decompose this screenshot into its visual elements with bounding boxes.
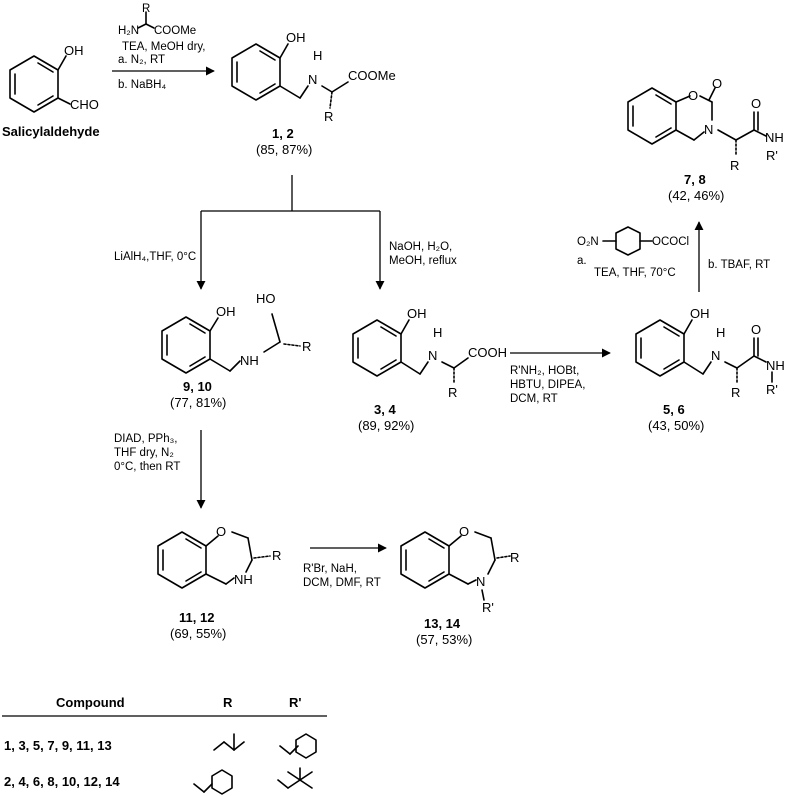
compound-13-14-n-label: N <box>476 574 485 589</box>
compound-5-6-oh-label: OH <box>690 306 710 321</box>
carbamate-no2-label: O₂N <box>577 236 599 248</box>
amide-condition-line1: R'NH₂, HOBt, <box>510 365 579 377</box>
salicylaldehyde-name: Salicylaldehyde <box>2 124 100 139</box>
compound-7-8-n-label: N <box>704 122 713 137</box>
compound-3-4-id: 3, 4 <box>374 402 396 417</box>
compound-5-6-nh-label: NH <box>766 358 785 373</box>
split-arrow <box>196 175 385 290</box>
step1-reagent-r: R <box>142 3 150 15</box>
carbamate-condition-a: a. <box>577 255 587 267</box>
compound-1-2-id: 1, 2 <box>272 126 294 141</box>
salicylaldehyde-structure <box>9 55 71 113</box>
compound-1-2-h-label: H <box>313 48 322 63</box>
table-row-2-compounds: 2, 4, 6, 8, 10, 12, 14 <box>4 774 120 789</box>
compound-7-8-id: 7, 8 <box>684 172 706 187</box>
compound-11-12-yield: (69, 55%) <box>170 626 226 641</box>
compound-9-10-r-label: R <box>302 339 311 354</box>
carbamate-condition-b: b. TBAF, RT <box>708 259 770 271</box>
compound-1-2-n-label: N <box>308 72 317 87</box>
compound-7-8-ring-o-label: O <box>688 88 698 103</box>
mitsunobu-condition-line1: DIAD, PPh₃, <box>114 433 177 445</box>
compound-11-12-r-label: R <box>272 548 281 563</box>
compound-11-12-id: 11, 12 <box>179 610 214 625</box>
compound-9-10-structure <box>161 313 301 374</box>
mitsunobu-condition-line3: 0°C, then RT <box>114 461 180 473</box>
compound-5-6-n-label: N <box>711 348 720 363</box>
compound-9-10-id: 9, 10 <box>183 379 212 394</box>
mitsunobu-condition-line2: THF dry, N₂ <box>114 447 174 459</box>
compound-3-4-structure <box>352 319 469 385</box>
neopentyl-structure <box>277 767 313 789</box>
compound-13-14-rp-label: R' <box>482 600 494 615</box>
compound-9-10-oh-label: OH <box>216 304 236 319</box>
compound-11-12-structure <box>157 531 271 589</box>
amino-ester-reagent-structure <box>137 11 155 29</box>
amide-condition-line2: HBTU, DIPEA, <box>510 379 585 391</box>
compound-7-8-carbonyl-o-label: O <box>712 76 722 91</box>
compound-5-6-structure <box>635 319 773 385</box>
alkylation-condition-line2: DCM, DMF, RT <box>303 577 381 589</box>
compound-9-10-yield: (77, 81%) <box>170 395 226 410</box>
benzyl-structure <box>279 733 317 759</box>
compound-7-8-structure <box>627 87 767 157</box>
compound-13-14-structure <box>400 531 511 601</box>
amide-condition-line3: DCM, RT <box>510 393 558 405</box>
compound-11-12-o-label: O <box>216 524 226 539</box>
step1-condition-line3: b. NaBH₄ <box>118 79 166 91</box>
table-header-rp: R' <box>289 695 301 710</box>
compound-3-4-r-label: R <box>448 385 457 400</box>
compound-1-2-yield: (85, 87%) <box>256 142 312 157</box>
benzyl-structure <box>193 769 233 795</box>
carbamate-condition-a2: TEA, THF, 70°C <box>594 267 676 279</box>
compound-1-2-oh-label: OH <box>286 30 306 45</box>
compound-7-8-r-label: R <box>730 158 739 173</box>
compound-13-14-r-label: R <box>510 550 519 565</box>
table-row-1-compounds: 1, 3, 5, 7, 9, 11, 13 <box>4 738 112 753</box>
compound-13-14-yield: (57, 53%) <box>416 632 472 647</box>
compound-1-2-r-label: R <box>324 109 333 124</box>
compound-13-14-o-label: O <box>459 524 469 539</box>
compound-7-8-yield: (42, 46%) <box>668 188 724 203</box>
isobutyl-structure <box>213 733 245 751</box>
naoh-condition-line2: MeOH, reflux <box>389 255 457 267</box>
compound-5-6-h-label: H <box>716 325 725 340</box>
compound-3-4-n-label: N <box>428 348 437 363</box>
salicylaldehyde-cho-label: CHO <box>70 97 99 112</box>
nitrophenyl-chloroformate-structure <box>602 226 653 256</box>
compound-5-6-r-label: R <box>731 385 740 400</box>
naoh-condition-line1: NaOH, H₂O, <box>389 241 452 253</box>
compound-3-4-h-label: H <box>433 325 442 340</box>
compound-7-8-rp-label: R' <box>766 148 778 163</box>
compound-3-4-acid-label: COOH <box>468 345 507 360</box>
lialh4-condition: LiAlH₄,THF, 0°C <box>114 251 196 263</box>
table-header-r: R <box>223 695 233 710</box>
step1-reagent-ester: COOMe <box>154 25 196 37</box>
compound-7-8-nh-label: NH <box>765 130 784 145</box>
compound-5-6-rp-label: R' <box>766 382 778 397</box>
alkylation-condition-line1: R'Br, NaH, <box>303 563 357 575</box>
compound-9-10-nh-label: NH <box>240 353 259 368</box>
compound-1-2-structure <box>231 43 349 109</box>
compound-3-4-yield: (89, 92%) <box>358 418 414 433</box>
substituent-table: Compound R R' 1, 3, 5, 7, 9, 11, 13 2, 4… <box>2 695 327 795</box>
compound-9-10-ho-label: HO <box>256 291 276 306</box>
carbamate-ococl-label: OCOCl <box>652 236 689 248</box>
salicylaldehyde-oh-label: OH <box>64 43 84 58</box>
table-header-compound: Compound <box>56 695 125 710</box>
step1-condition-line2: a. N₂, RT <box>118 54 165 66</box>
compound-5-6-id: 5, 6 <box>663 402 685 417</box>
step1-condition-line1: TEA, MeOH dry, <box>122 41 206 53</box>
compound-5-6-o-label: O <box>751 322 761 337</box>
compound-13-14-id: 13, 14 <box>424 616 461 631</box>
compound-3-4-oh-label: OH <box>407 306 427 321</box>
compound-7-8-amide-o-label: O <box>751 96 761 111</box>
step1-reagent-h2n: H₂N <box>118 25 139 37</box>
compound-1-2-ester-label: COOMe <box>348 68 396 83</box>
compound-5-6-yield: (43, 50%) <box>648 418 704 433</box>
compound-11-12-nh-label: NH <box>234 572 253 587</box>
